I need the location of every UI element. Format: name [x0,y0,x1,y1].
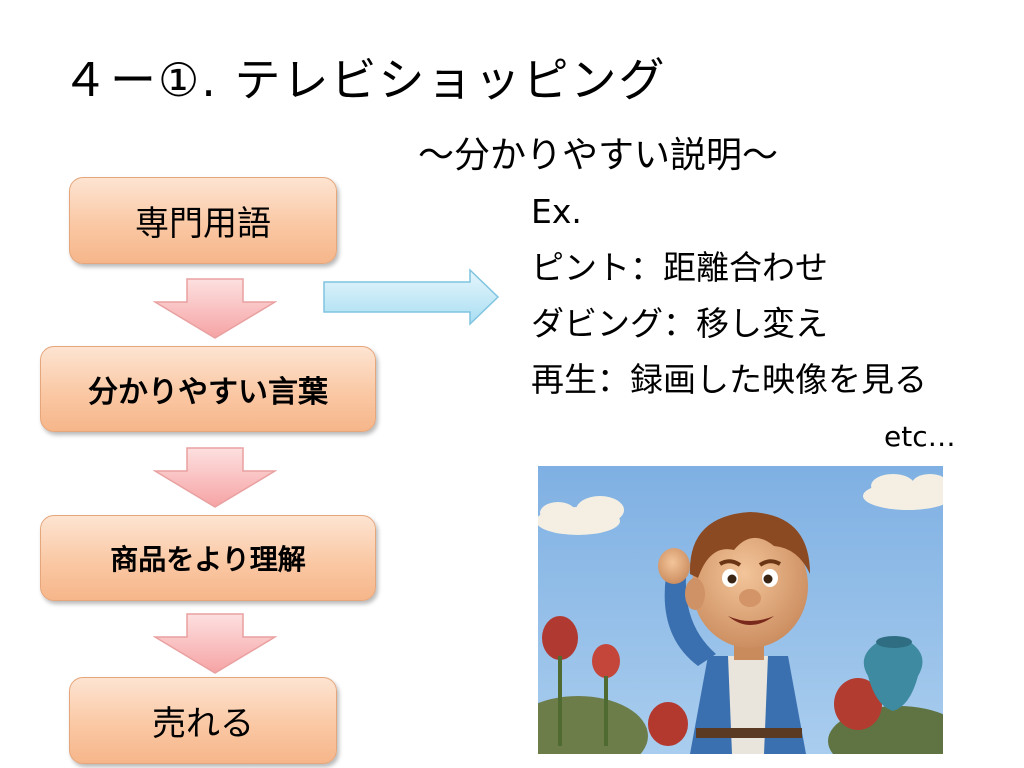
example-item: ダビング：移し変え [531,304,828,343]
down-arrow-icon [153,278,277,339]
examples-list: Ex. ピント：距離合わせ ダビング：移し変え 再生：録画した映像を見る [531,184,927,408]
flow-step-jargon: 専門用語 [69,177,337,264]
flow-step-understanding: 商品をより理解 [40,515,376,601]
examples-heading: Ex. [531,192,582,231]
cartoon-character-image [538,466,943,754]
right-arrow-icon [323,268,500,326]
flow-step-plain-words: 分かりやすい言葉 [40,346,376,432]
example-item: 再生：録画した映像を見る [531,360,927,399]
etc-label: etc… [884,420,956,453]
slide-title: ４ー①. テレビショッピング [62,53,667,107]
down-arrow-icon [153,447,277,508]
flow-step-sells: 売れる [69,677,337,764]
slide-subtitle: ～分かりやすい説明～ [418,135,779,176]
example-item: ピント：距離合わせ [531,248,828,287]
down-arrow-icon [153,613,277,674]
